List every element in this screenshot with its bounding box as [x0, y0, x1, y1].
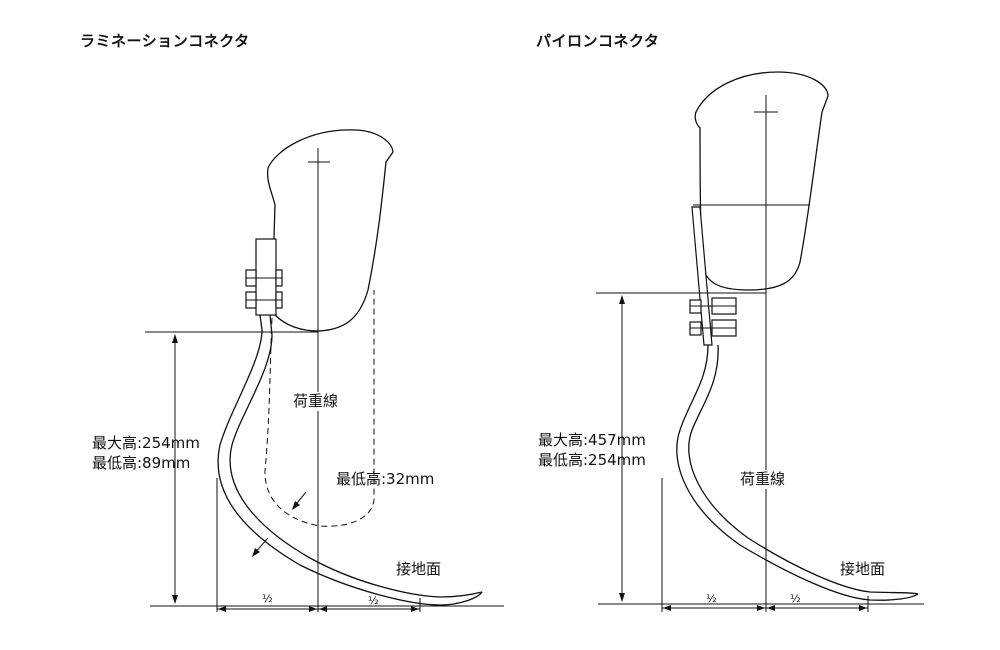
right-height-min: 最低高:254mm: [538, 451, 646, 469]
half-label-left-a: ½: [262, 592, 273, 605]
pylon-connector-figure: [596, 71, 924, 612]
lamination-connector-figure: [145, 129, 504, 612]
foot-blade-left: [217, 314, 483, 606]
dashed-minimum-outline: [264, 290, 375, 527]
title-lamination-connector: ラミネーションコネクタ: [80, 32, 250, 50]
socket-outline-right: [694, 71, 829, 291]
left-height-max: 最大高:254mm: [92, 434, 200, 452]
left-ground-label: 接地面: [396, 560, 442, 578]
right-height-max: 最大高:457mm: [538, 431, 646, 449]
title-pylon-connector: パイロンコネクタ: [536, 32, 660, 50]
connector-plate-left: [255, 238, 277, 316]
foot-blade-right: [676, 344, 919, 601]
left-height-min: 最低高:89mm: [92, 454, 191, 472]
right-load-line-label: 荷重線: [740, 470, 786, 489]
half-label-left-b: ½: [368, 594, 379, 607]
right-ground-label: 接地面: [840, 560, 886, 578]
left-min-height-note: 最低高:32mm: [336, 470, 435, 488]
half-label-right-a: ½: [706, 592, 717, 605]
left-load-line-label: 荷重線: [293, 392, 339, 411]
half-label-right-b: ½: [790, 592, 801, 605]
socket-outline-left: [266, 129, 394, 332]
connector-plate-right: [691, 206, 713, 346]
